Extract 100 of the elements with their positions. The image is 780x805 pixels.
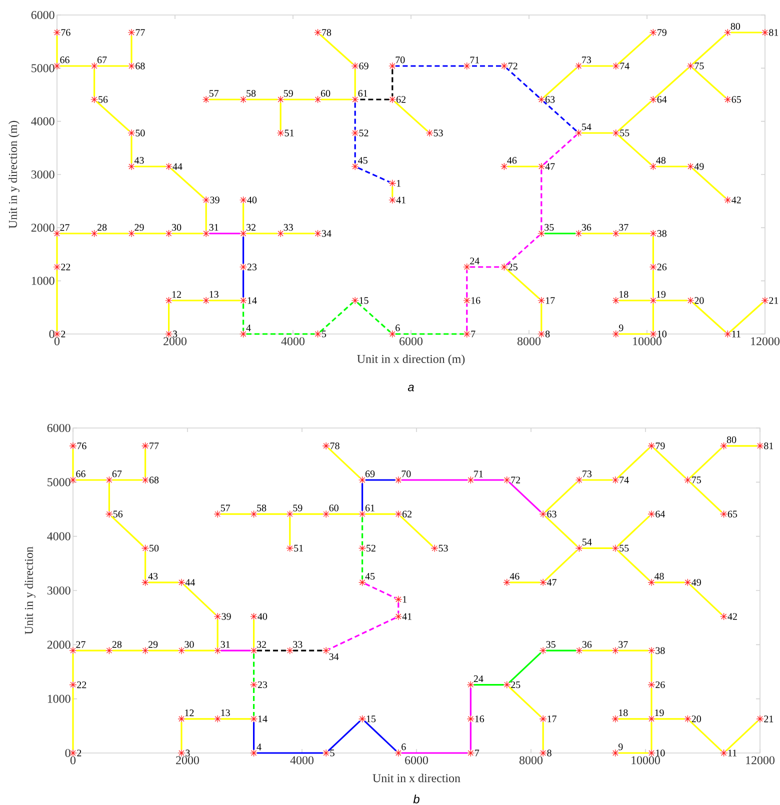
network-line bbox=[76, 479, 106, 481]
network-line bbox=[134, 232, 166, 234]
network-line bbox=[582, 479, 612, 481]
tick-label: 5000 bbox=[32, 64, 54, 72]
network-line bbox=[321, 98, 352, 100]
network-line bbox=[392, 69, 394, 96]
network-line bbox=[618, 101, 652, 132]
network-line bbox=[253, 722, 255, 750]
network-line bbox=[619, 300, 650, 302]
network-line bbox=[652, 270, 654, 298]
axis-title: Unit in x direction (m) bbox=[357, 354, 465, 366]
network-line bbox=[364, 583, 396, 599]
network-line bbox=[242, 203, 244, 230]
tick-label: 0 bbox=[70, 756, 76, 764]
network-line bbox=[293, 513, 323, 515]
network-line bbox=[366, 513, 396, 515]
network-line bbox=[470, 65, 501, 67]
tick-label: 4000 bbox=[290, 756, 314, 764]
network-line bbox=[618, 134, 652, 165]
tick-label: 4000 bbox=[281, 337, 304, 346]
network-line bbox=[94, 69, 96, 96]
network-line bbox=[618, 650, 648, 652]
network-line bbox=[130, 136, 132, 164]
network-line bbox=[320, 302, 354, 332]
network-line bbox=[72, 654, 74, 682]
network-line bbox=[618, 752, 648, 754]
tick-label: 2000 bbox=[47, 640, 70, 649]
network-line bbox=[542, 722, 544, 750]
network-line bbox=[396, 333, 464, 335]
network-line bbox=[396, 65, 464, 67]
network-line bbox=[242, 270, 244, 298]
tick-label: 0 bbox=[54, 337, 60, 346]
network-line bbox=[689, 482, 722, 512]
network-line bbox=[618, 718, 648, 720]
network-line bbox=[98, 65, 128, 67]
network-line bbox=[144, 551, 146, 580]
network-line bbox=[510, 582, 540, 584]
network-line bbox=[582, 650, 612, 652]
network-line bbox=[98, 232, 128, 234]
network-line bbox=[257, 513, 287, 515]
tick-label: 8000 bbox=[518, 337, 540, 346]
network-line bbox=[402, 752, 468, 754]
network-line bbox=[320, 34, 354, 64]
network-line bbox=[617, 550, 650, 581]
network-line bbox=[144, 449, 146, 477]
network-line bbox=[730, 302, 764, 332]
network-line bbox=[209, 232, 240, 234]
network-line bbox=[398, 602, 400, 614]
network-line bbox=[56, 36, 58, 63]
network-line bbox=[366, 479, 396, 481]
network-line bbox=[112, 650, 142, 652]
network-line bbox=[582, 65, 613, 67]
tick-label: 10000 bbox=[633, 337, 662, 346]
network-line bbox=[474, 479, 504, 481]
tick-label: 5000 bbox=[48, 478, 70, 486]
network-line bbox=[242, 236, 244, 264]
network-line bbox=[692, 302, 726, 332]
network-line bbox=[507, 166, 538, 168]
network-line bbox=[170, 168, 204, 198]
tick-label: 3000 bbox=[31, 170, 54, 179]
tick-label: 3000 bbox=[47, 586, 70, 595]
network-line bbox=[356, 302, 391, 332]
network-line bbox=[402, 479, 468, 481]
tick-label: 6000 bbox=[400, 337, 422, 346]
network-line bbox=[544, 550, 578, 581]
tick-label: 8000 bbox=[520, 756, 542, 764]
network-line bbox=[650, 688, 652, 716]
network-line bbox=[172, 300, 203, 302]
network-line bbox=[293, 650, 323, 652]
network-line bbox=[544, 516, 578, 547]
network-line bbox=[56, 270, 58, 331]
network-line bbox=[470, 722, 472, 750]
network-line bbox=[220, 513, 251, 515]
network-line bbox=[172, 232, 203, 234]
network-line bbox=[328, 448, 361, 478]
tick-label: 12000 bbox=[751, 337, 780, 346]
network-line bbox=[470, 266, 501, 268]
network-line bbox=[727, 445, 757, 447]
network-line bbox=[546, 650, 576, 652]
network-line bbox=[354, 136, 356, 164]
network-line bbox=[246, 232, 278, 234]
panel-label: b bbox=[413, 794, 420, 804]
network-line bbox=[257, 752, 323, 754]
network-line bbox=[543, 101, 577, 132]
axis-title: Unit in y direction (m) bbox=[8, 120, 20, 228]
network-line bbox=[253, 620, 255, 648]
network-line bbox=[652, 304, 654, 331]
network-line bbox=[96, 101, 130, 132]
network-line bbox=[543, 134, 577, 165]
network-line bbox=[72, 688, 74, 750]
network-line bbox=[362, 483, 364, 511]
network-line bbox=[655, 68, 689, 98]
network-line bbox=[56, 236, 58, 264]
axis-title: Unit in y direction bbox=[24, 546, 36, 634]
network-line bbox=[253, 688, 255, 716]
network-line bbox=[329, 513, 360, 515]
tick-label: 0 bbox=[49, 330, 54, 338]
network-line bbox=[689, 448, 722, 478]
network-line bbox=[216, 620, 218, 648]
network-line bbox=[180, 722, 182, 750]
